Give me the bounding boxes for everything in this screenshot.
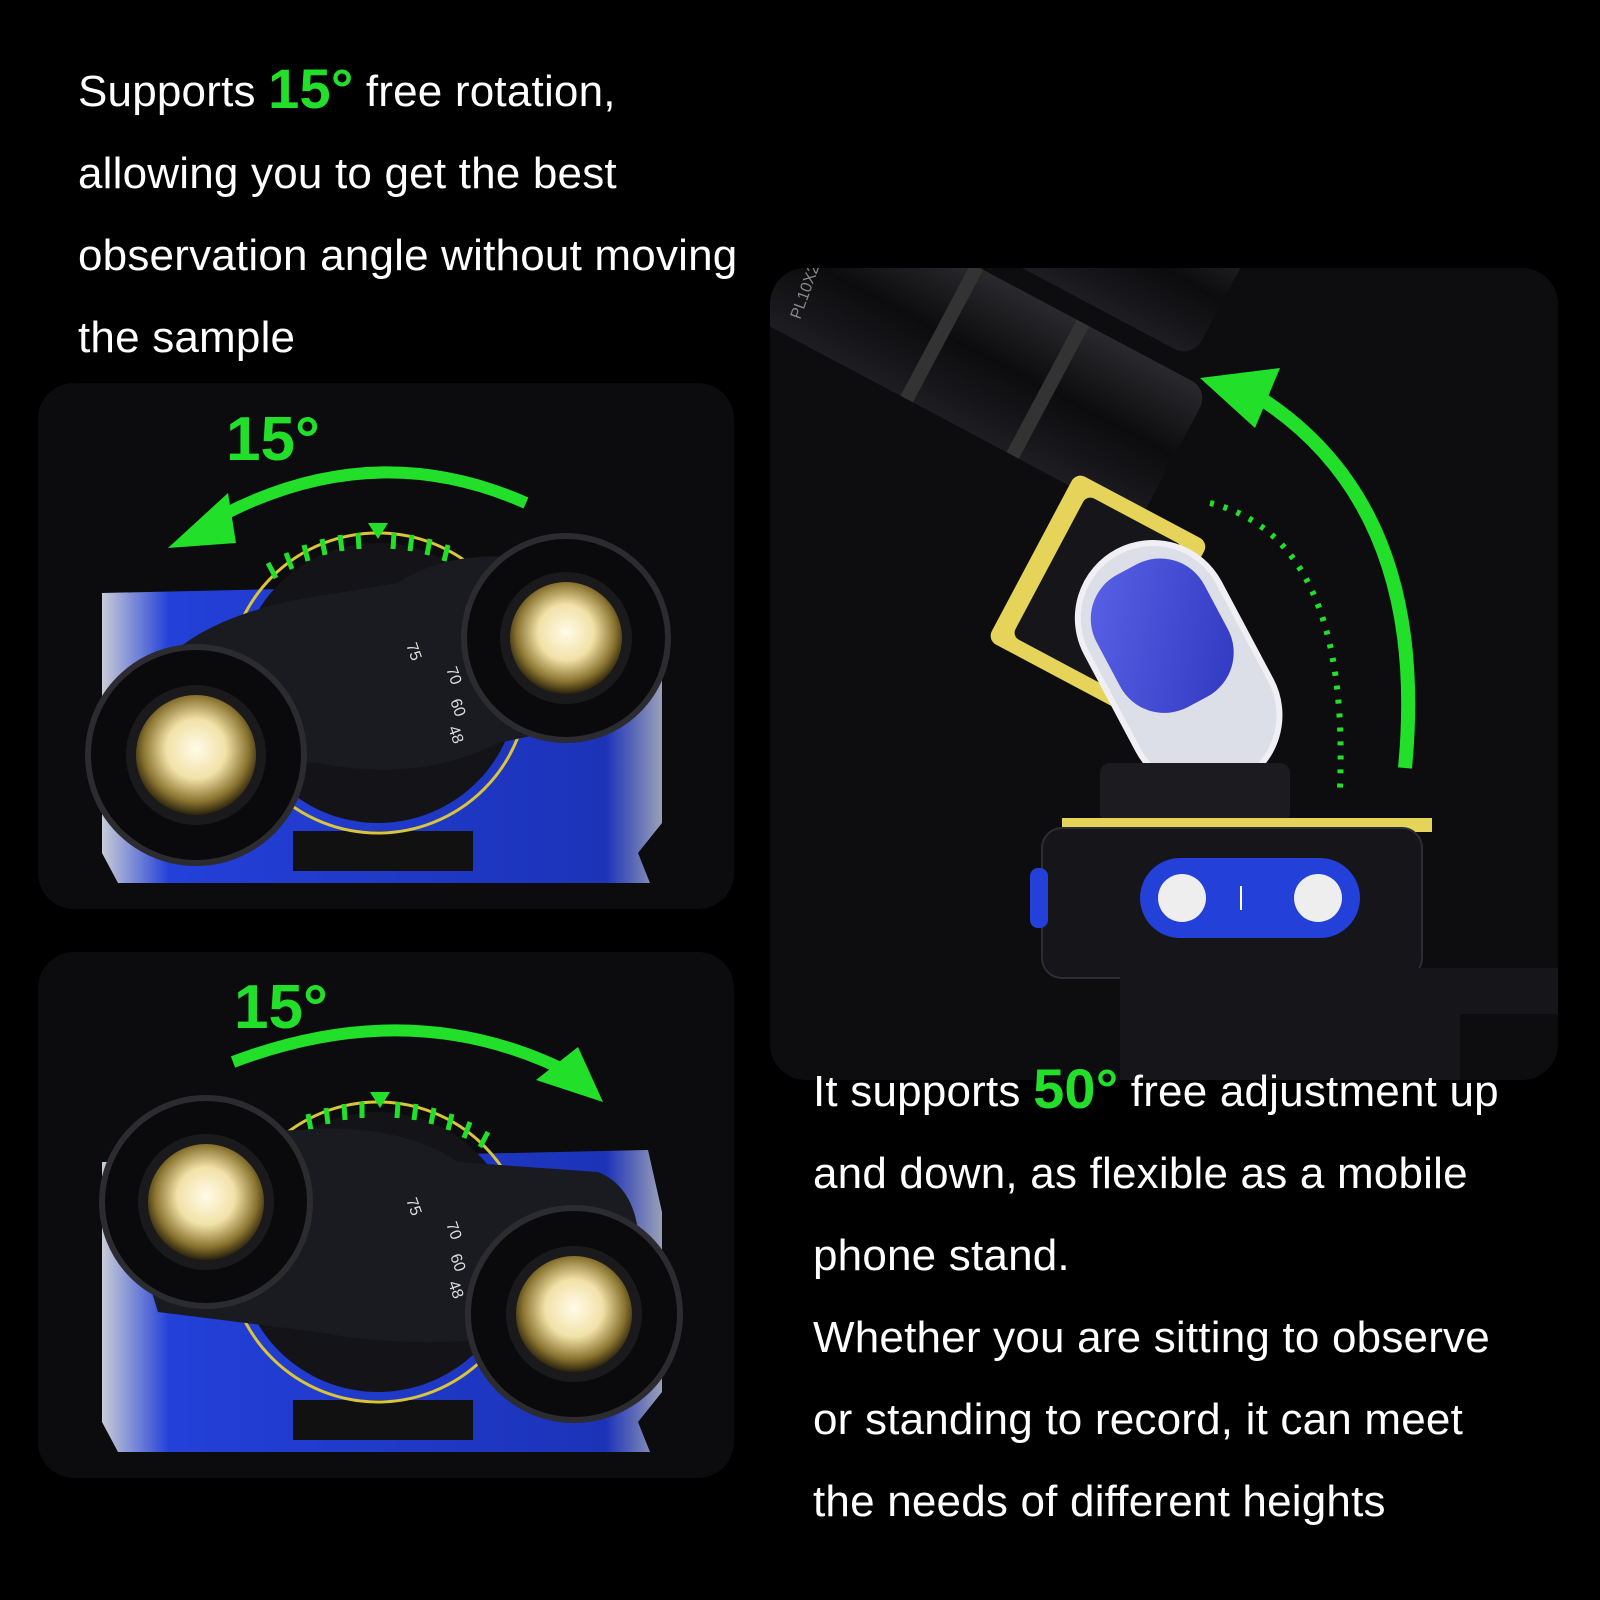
eyepiece-left [85, 644, 307, 866]
tilt-line-2: and down, as flexible as a mobile [813, 1149, 1468, 1198]
scale-70: 70 [442, 665, 464, 688]
rotate-right-arrow-icon [536, 1047, 603, 1102]
tilt-line-4: Whether you are sitting to observe [813, 1313, 1490, 1362]
rotation-description: Supports 15° free rotation, allowing you… [78, 48, 737, 379]
binocular-head-right-illustration: 75 70 60 48 15° [99, 973, 683, 1452]
tilt-line-1: It supports 50° free adjustment up [813, 1057, 1499, 1120]
tilt-description: It supports 50° free adjustment up and d… [813, 1048, 1499, 1543]
scale-75: 75 [402, 641, 424, 664]
backlight-knob-icon [1294, 874, 1342, 922]
tilt-line-5: or standing to record, it can meet [813, 1395, 1464, 1444]
rotation-line-3: observation angle without moving [78, 231, 738, 280]
tilt-degree-highlight: 50° [1033, 1057, 1119, 1120]
tilt-line-3: phone stand. [813, 1231, 1070, 1280]
rotation-line-2: allowing you to get the best [78, 149, 617, 198]
rotation-degree-highlight: 15° [268, 57, 354, 120]
rotate-right-degree: 15° [234, 973, 328, 1042]
rotation-left-panel: 75 70 60 48 15° [38, 383, 734, 909]
scale-60: 60 [446, 1252, 468, 1275]
tilt-line-6: the needs of different heights [813, 1477, 1386, 1526]
rotation-line-4: the sample [78, 313, 296, 362]
microscope-tilt-illustration: PL10X25 [770, 268, 1558, 1080]
eyepiece-right [465, 1205, 683, 1423]
eyepiece-right [461, 533, 671, 743]
binocular-head-left-illustration: 75 70 60 48 15° [85, 405, 671, 883]
rotate-left-arrow-icon [168, 493, 236, 548]
scale-48: 48 [444, 724, 466, 747]
scale-48: 48 [444, 1279, 466, 1302]
rotation-line-1: Supports 15° free rotation, [78, 57, 616, 120]
brightness-knob-icon [1158, 874, 1206, 922]
eyepiece-left [99, 1095, 313, 1309]
rotate-left-degree: 15° [226, 405, 320, 474]
scale-60: 60 [446, 697, 468, 720]
tilt-panel: PL10X25 [770, 268, 1558, 1080]
tilt-up-arrow-icon [1200, 368, 1280, 428]
scale-70: 70 [442, 1220, 464, 1243]
rotation-right-panel: 75 70 60 48 15° [38, 952, 734, 1478]
scale-75: 75 [402, 1196, 424, 1219]
